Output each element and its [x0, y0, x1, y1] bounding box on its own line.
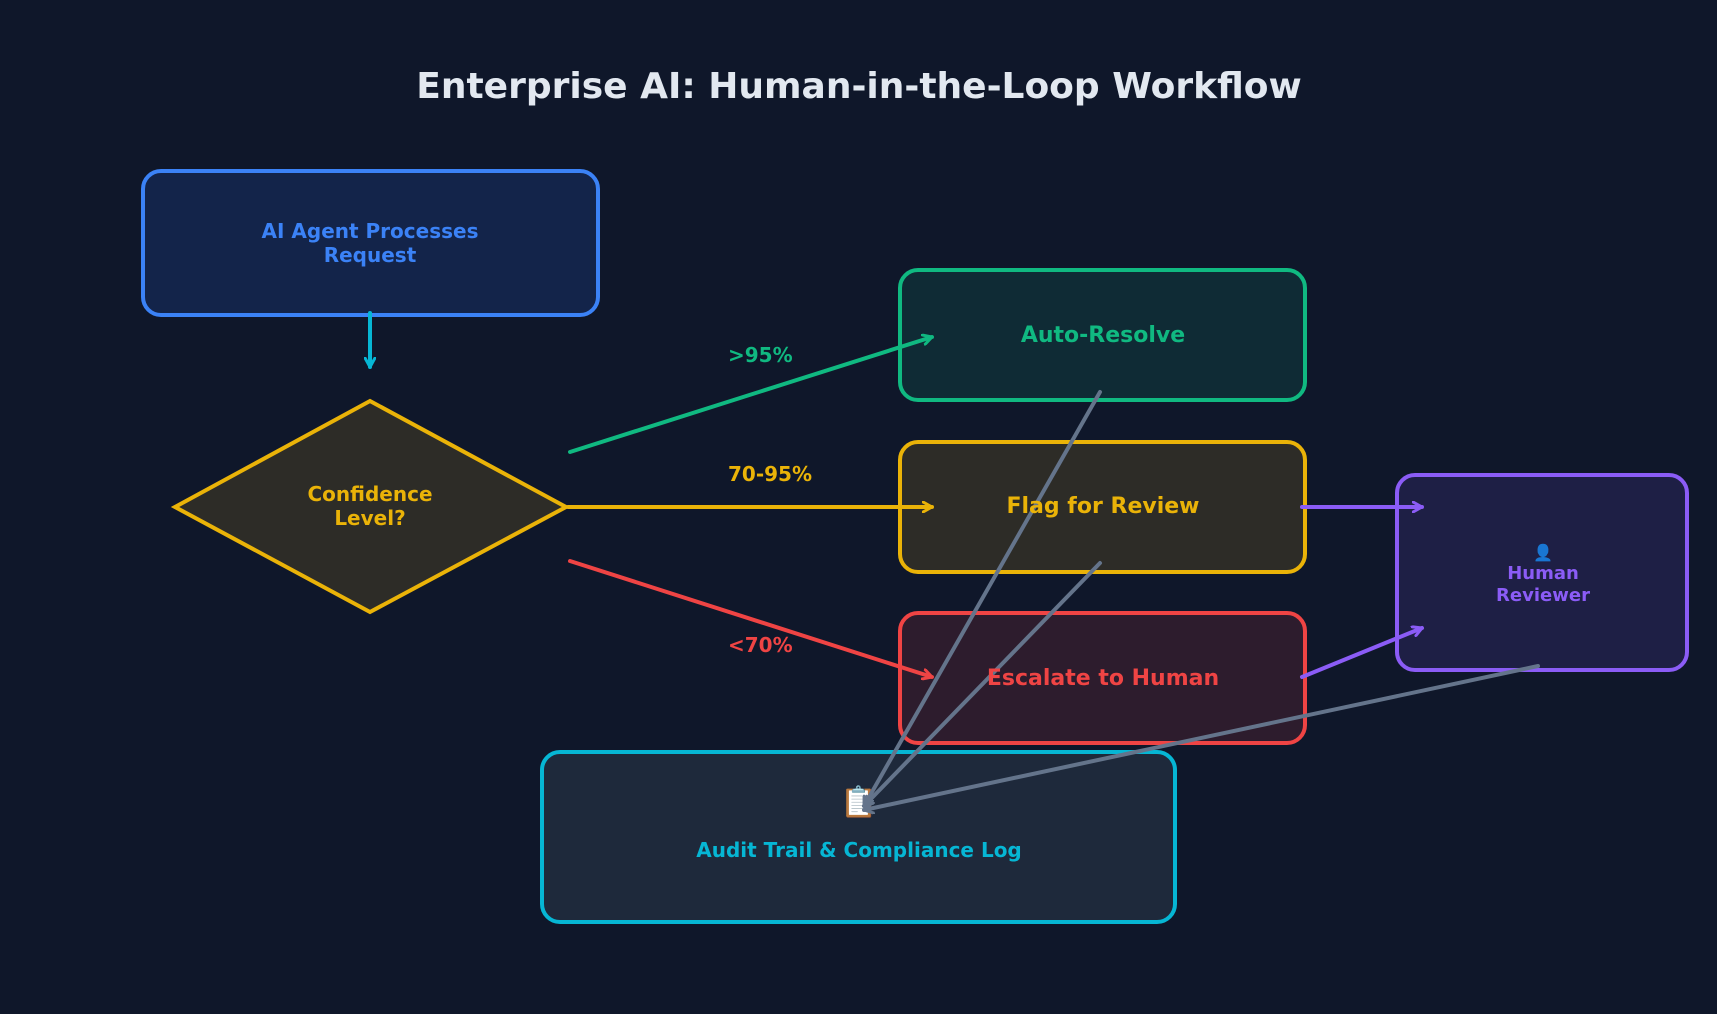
person-icon: 👤 — [1533, 543, 1553, 562]
edge-label-low-confidence: <70% — [728, 633, 793, 657]
node-escalate-to-human — [898, 611, 1307, 745]
node-auto-resolve: Auto-Resolve — [898, 268, 1307, 402]
human-reviewer-label-line1: Human — [1507, 563, 1579, 584]
edge-decision-to-escalate — [568, 559, 934, 677]
edge-label-mid-confidence: 70-95% — [728, 462, 812, 486]
node-human-reviewer: 👤 Human Reviewer — [1395, 473, 1689, 672]
escalate-label: Escalate to Human — [987, 666, 1219, 691]
decision-diamond — [170, 398, 571, 615]
edge-escalate-to-reviewer — [1300, 628, 1424, 679]
edge-flag-to-audit — [862, 561, 1102, 808]
audit-trail-label: Audit Trail & Compliance Log — [696, 838, 1022, 862]
edge-label-high-confidence: >95% — [728, 343, 793, 367]
node-confidence-level-decision: Confidence Level? — [170, 398, 571, 615]
human-reviewer-box — [1395, 473, 1689, 672]
node-audit-trail: 📋 Audit Trail & Compliance Log — [540, 750, 1177, 924]
decision-label-line2: Level? — [334, 506, 405, 530]
edge-decision-to-auto-resolve — [568, 337, 934, 454]
start-node-label-line2: Request — [324, 243, 417, 267]
edges — [370, 311, 1540, 810]
start-node-label-line1: AI Agent Processes — [262, 219, 479, 243]
decision-label-line1: Confidence — [307, 482, 432, 506]
human-reviewer-label-line2: Reviewer — [1496, 585, 1590, 606]
flag-for-review-label: Flag for Review — [1006, 494, 1199, 519]
auto-resolve-label: Auto-Resolve — [1021, 323, 1185, 348]
auto-resolve-box — [898, 268, 1307, 402]
edge-reviewer-to-audit — [862, 664, 1540, 810]
node-ai-agent-processes-request: AI Agent Processes Request — [141, 169, 600, 317]
audit-trail-box — [540, 750, 1177, 924]
diagram-title: Enterprise AI: Human-in-the-Loop Workflo… — [416, 66, 1302, 107]
escalate-box — [898, 611, 1307, 745]
edge-auto-resolve-to-audit — [862, 390, 1102, 808]
